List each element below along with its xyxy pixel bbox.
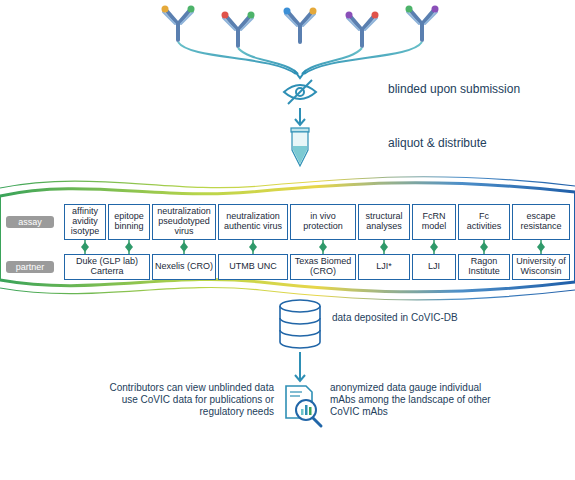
node-text: assay <box>18 217 42 227</box>
node-text: LJI* <box>376 262 392 272</box>
partner-box: Duke (GLP lab) Carterra <box>64 254 150 280</box>
assay-box: structural analyses <box>358 204 410 240</box>
diamond-marker <box>319 242 327 252</box>
arrow <box>295 352 305 381</box>
assay-box: neutralization authentic virus <box>218 204 288 240</box>
node-text: University of Wisconsin <box>515 257 567 277</box>
diamond-marker <box>430 242 438 252</box>
node-text: neutralization authentic virus <box>221 212 285 232</box>
node-text: Texas Biomed (CRO) <box>293 257 353 277</box>
partner-box: UTMB UNC <box>218 254 288 280</box>
diamond-marker <box>249 242 257 252</box>
diamond-marker <box>480 242 488 252</box>
node-text: Nexelis (CRO) <box>155 262 213 272</box>
partner-box: Nexelis (CRO) <box>152 254 216 280</box>
partner-box: LJI <box>412 254 456 280</box>
node-text: LJI <box>428 262 440 272</box>
diamond-marker <box>81 242 89 252</box>
assay-box: FcRN model <box>412 204 456 240</box>
assay-box: affinity avidity isotype <box>64 204 106 240</box>
diamond-marker <box>125 242 133 252</box>
tube-icon <box>291 128 309 166</box>
node-text: structural analyses <box>361 212 407 232</box>
node-text: Ragon Institute <box>461 257 507 277</box>
annotation-label: blinded upon submission <box>388 82 538 96</box>
assay-box: neutralization pseudotyped virus <box>152 204 216 240</box>
node-text: epitope binning <box>111 212 147 232</box>
assay-box: epitope binning <box>108 204 150 240</box>
antibody-icons <box>162 6 439 47</box>
assay-box: Fc activities <box>458 204 510 240</box>
database-icon <box>280 300 320 348</box>
annotation-label: aliquot & distribute <box>388 136 538 150</box>
node-text: UTMB UNC <box>229 262 277 272</box>
diamond-marker <box>380 242 388 252</box>
assay-band <box>0 177 575 300</box>
annotation-label: data deposited in CoVIC-DB <box>332 312 462 324</box>
annotation-label: anonymized data gauge individual mAbs am… <box>330 382 500 418</box>
node-text: neutralization pseudotyped virus <box>155 207 213 237</box>
row-label: partner <box>6 261 54 273</box>
node-text: partner <box>16 262 45 272</box>
partner-box: Texas Biomed (CRO) <box>290 254 356 280</box>
partner-box: University of Wisconsin <box>512 254 570 280</box>
node-text: in vivo protection <box>293 212 353 232</box>
row-label: assay <box>6 216 54 228</box>
partner-box: Ragon Institute <box>458 254 510 280</box>
blind-eye-icon <box>284 80 316 104</box>
node-text: escape resistance <box>515 212 567 232</box>
partner-box: LJI* <box>358 254 410 280</box>
assay-box: escape resistance <box>512 204 570 240</box>
converging-lines <box>178 42 422 78</box>
diamond-marker <box>537 242 545 252</box>
node-text: FcRN model <box>415 212 453 232</box>
analysis-icon <box>286 386 321 426</box>
node-text: affinity avidity isotype <box>67 207 103 237</box>
arrow <box>295 108 305 125</box>
assay-box: in vivo protection <box>290 204 356 240</box>
diamond-marker <box>180 242 188 252</box>
node-text: Duke (GLP lab) Carterra <box>67 257 147 277</box>
annotation-label: Contributors can view unblinded data use… <box>108 382 274 418</box>
node-text: Fc activities <box>461 212 507 232</box>
